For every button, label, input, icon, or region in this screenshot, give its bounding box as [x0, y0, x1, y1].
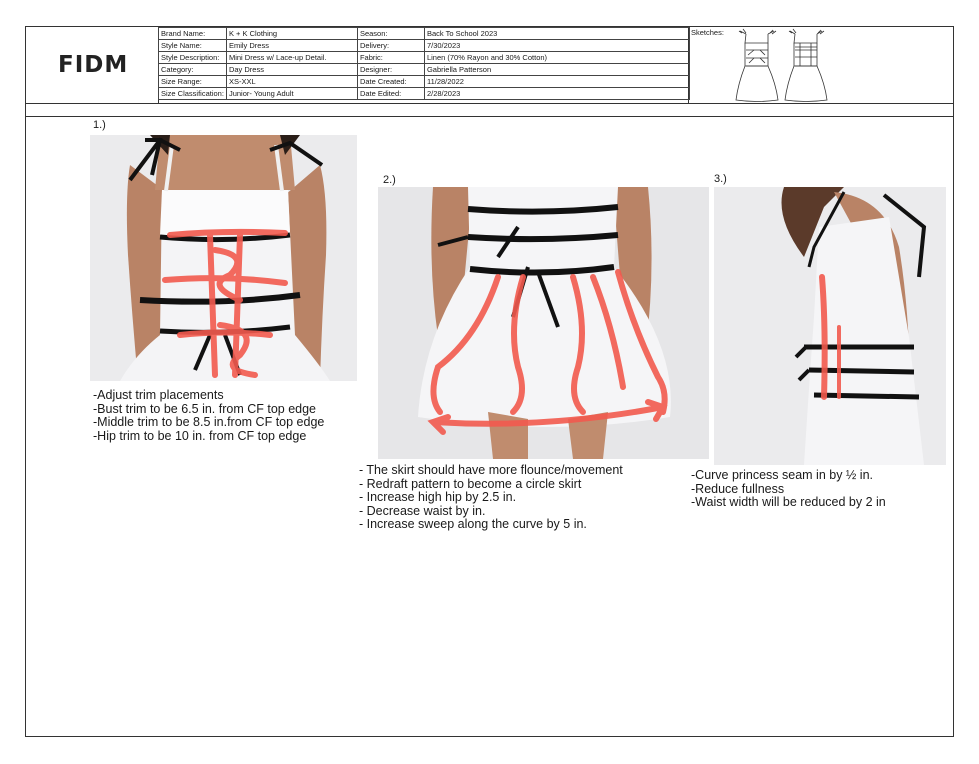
spec-row: Category: Day Dress Designer: Gabriella … [158, 63, 690, 76]
section-3-notes: -Curve princess seam in by ½ in. -Reduce… [691, 468, 886, 510]
note-line: -Waist width will be reduced by 2 in [691, 495, 886, 510]
spec-value: Day Dress [225, 63, 358, 76]
spec-row: Style Name: Emily Dress Delivery: 7/30/2… [158, 39, 690, 52]
spec-value: Mini Dress w/ Lace-up Detail. [225, 51, 358, 64]
spec-label: Style Name: [158, 39, 227, 52]
spec-table: Brand Name: K + K Clothing Season: Back … [158, 27, 690, 100]
section-3-number: 3.) [714, 173, 727, 185]
note-line: -Bust trim to be 6.5 in. from CF top edg… [93, 401, 317, 416]
note-line: - Decrease waist by in. [359, 503, 486, 518]
spec-row: Style Description: Mini Dress w/ Lace-up… [158, 51, 690, 64]
note-line: - The skirt should have more flounce/mov… [359, 463, 623, 477]
spec-label: Style Description: [158, 51, 227, 64]
spec-label: Date Edited: [356, 87, 425, 100]
photo-1-front-image [90, 135, 357, 381]
spec-value: Gabriella Patterson [423, 63, 690, 76]
spec-value: 7/30/2023 [423, 39, 690, 52]
note-line: - Increase sweep along the curve by 5 in… [359, 517, 587, 532]
photo-2-skirt-image [378, 187, 709, 459]
spec-value: 11/28/2022 [423, 75, 690, 88]
spec-row: Brand Name: K + K Clothing Season: Back … [158, 27, 690, 40]
note-line: -Reduce fullness [691, 481, 785, 496]
spec-value: Emily Dress [225, 39, 358, 52]
spec-value: XS-XXL [225, 75, 358, 88]
spec-value: 2/28/2023 [423, 87, 690, 100]
spec-label: Brand Name: [158, 27, 227, 40]
spec-label: Fabric: [356, 51, 425, 64]
section-2-number: 2.) [383, 174, 396, 186]
spec-label: Category: [158, 63, 227, 76]
sketches-label: Sketches: [691, 28, 724, 37]
spec-label: Size Range: [158, 75, 227, 88]
front-sketch-icon [735, 28, 779, 102]
photo-3-side-image [714, 187, 946, 465]
fidm-logo: FIDM [58, 52, 129, 78]
section-1-notes: -Adjust trim placements -Bust trim to be… [93, 388, 325, 443]
note-line: -Hip trim to be 10 in. from CF top edge [93, 428, 307, 443]
note-line: -Curve princess seam in by ½ in. [691, 468, 874, 482]
spec-value: Linen (70% Rayon and 30% Cotton) [423, 51, 690, 64]
spec-label: Size Classification: [158, 87, 227, 100]
note-line: -Middle trim to be 8.5 in.from CF top ed… [93, 415, 325, 430]
spec-label: Designer: [356, 63, 425, 76]
spec-value: Back To School 2023 [423, 27, 690, 40]
spec-value: K + K Clothing [225, 27, 358, 40]
section-1-number: 1.) [93, 119, 106, 131]
header-divider [25, 103, 954, 117]
section-2-notes: - The skirt should have more flounce/mov… [359, 463, 623, 532]
spec-row: Size Classification: Junior- Young Adult… [158, 87, 690, 100]
page-frame [25, 26, 954, 737]
back-sketch-icon [784, 28, 828, 102]
spec-label: Delivery: [356, 39, 425, 52]
spec-label: Date Created: [356, 75, 425, 88]
note-line: - Increase high hip by 2.5 in. [359, 490, 517, 505]
note-line: - Redraft pattern to become a circle ski… [359, 476, 582, 491]
spec-label: Season: [356, 27, 425, 40]
note-line: -Adjust trim placements [93, 388, 224, 402]
spec-row: Size Range: XS-XXL Date Created: 11/28/2… [158, 75, 690, 88]
spec-value: Junior- Young Adult [225, 87, 358, 100]
